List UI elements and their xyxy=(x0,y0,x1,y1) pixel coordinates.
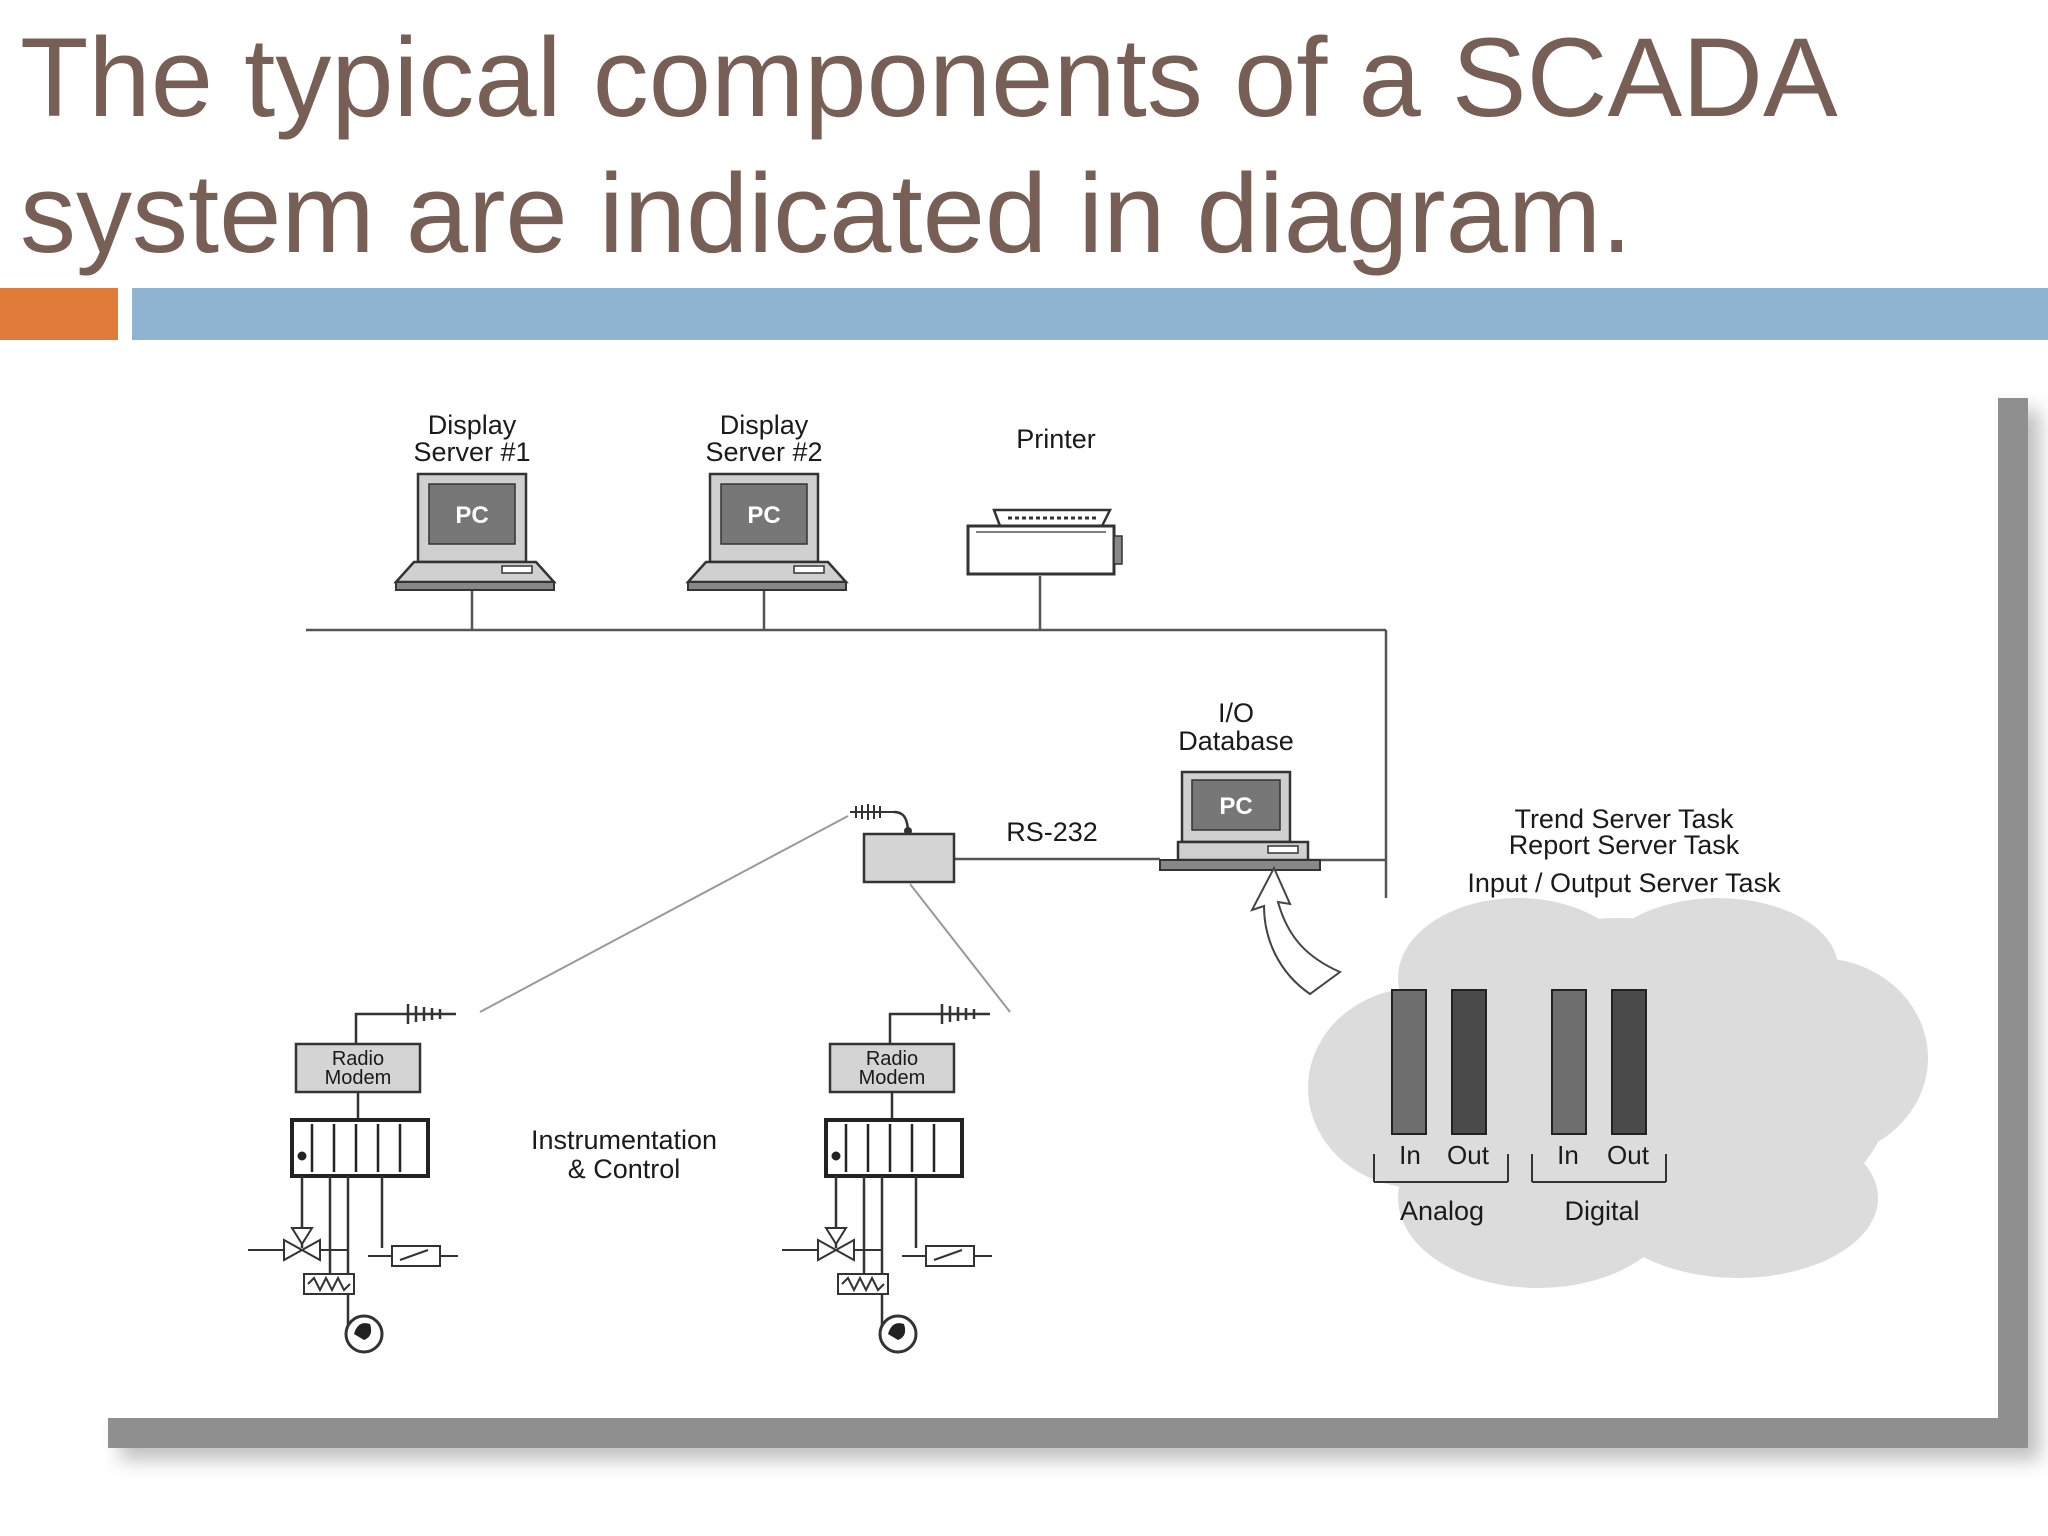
scada-diagram-panel: Display Server #1 PC Display Server #2 P… xyxy=(78,368,1998,1418)
antenna-icon xyxy=(354,1004,456,1044)
radio-modem-2-label-line1: Radio xyxy=(866,1048,918,1070)
gauge-icon xyxy=(878,1314,918,1354)
display-server-2: Display Server #2 PC xyxy=(685,410,849,591)
base-radio-modem xyxy=(862,810,956,884)
radio-modem-1-label-line2: Modem xyxy=(325,1067,392,1089)
valve-icon xyxy=(248,1227,348,1262)
radio-modem-box xyxy=(828,1042,956,1094)
io-database-label-line1: I/O xyxy=(1218,698,1254,728)
switch-icon xyxy=(902,1245,992,1267)
slide-title: The typical components of a SCADA system… xyxy=(20,15,1832,276)
analog-label: Analog xyxy=(1400,1196,1484,1226)
display-server-1-screen-label: PC xyxy=(455,502,488,529)
server-task-item: Report Server Task xyxy=(1509,830,1740,860)
radio-modem-box xyxy=(294,1042,422,1094)
rs232-label: RS-232 xyxy=(1006,817,1098,847)
display-server-1-label-line2: Server #1 xyxy=(413,437,530,467)
rtu-rack xyxy=(290,1118,430,1178)
arrow-icon xyxy=(1249,865,1342,996)
display-server-1-label-line1: Display xyxy=(428,410,517,440)
analog-in-label: In xyxy=(1399,1140,1421,1170)
valve-icon xyxy=(782,1227,882,1262)
printer-icon xyxy=(966,508,1123,576)
remote-station-2: Radio Modem xyxy=(782,1004,992,1354)
instrumentation-label-line1: Instrumentation xyxy=(531,1125,717,1155)
server-task-item: Input / Output Server Task xyxy=(1467,868,1781,898)
digital-in-label: In xyxy=(1557,1140,1579,1170)
io-database-label-line2: Database xyxy=(1178,726,1294,756)
scada-diagram: Display Server #1 PC Display Server #2 P… xyxy=(248,410,1928,1354)
switch-icon xyxy=(368,1245,458,1267)
printer-label: Printer xyxy=(1016,424,1096,454)
digital-out-label: Out xyxy=(1607,1140,1650,1170)
remote-station-1: Radio Modem xyxy=(248,1004,458,1354)
radio-modem-2-label-line2: Modem xyxy=(859,1067,926,1089)
printer: Printer xyxy=(966,424,1123,576)
digital-card-group: In Out Digital xyxy=(1531,989,1667,1226)
antenna-icon xyxy=(850,804,894,820)
digital-label: Digital xyxy=(1564,1196,1639,1226)
digital-out-card xyxy=(1611,989,1647,1135)
rtu-rack xyxy=(824,1118,964,1178)
rs232-link: RS-232 xyxy=(954,817,1160,861)
title-divider-bar xyxy=(132,288,2048,340)
server-task-item: Trend Server Task xyxy=(1514,804,1734,834)
pc-icon: PC xyxy=(1159,770,1321,871)
resistor-icon xyxy=(303,1273,355,1295)
title-accent-bar xyxy=(0,288,118,340)
server-task-list: Trend Server Task Report Server Task Inp… xyxy=(1467,804,1781,898)
instrumentation-label-line2: & Control xyxy=(568,1154,681,1184)
analog-card-group: In Out Analog xyxy=(1373,989,1509,1226)
display-server-2-screen-label: PC xyxy=(747,502,780,529)
gauge-icon xyxy=(344,1314,384,1354)
radio-modem-1-label-line1: Radio xyxy=(332,1048,384,1070)
pc-icon: PC xyxy=(393,472,557,591)
resistor-icon xyxy=(837,1273,889,1295)
io-cloud: In Out Analog In Out Digital xyxy=(1249,865,1928,1288)
display-server-1: Display Server #1 PC xyxy=(393,410,557,591)
pc-icon: PC xyxy=(685,472,849,591)
analog-out-card xyxy=(1451,989,1487,1135)
antenna-icon xyxy=(888,1004,990,1044)
io-database-screen-label: PC xyxy=(1219,793,1252,820)
analog-out-label: Out xyxy=(1447,1140,1490,1170)
display-server-2-label-line1: Display xyxy=(720,410,809,440)
digital-in-card xyxy=(1551,989,1587,1135)
radio-links xyxy=(479,815,1011,1013)
io-database: I/O Database PC xyxy=(1159,698,1321,871)
analog-in-card xyxy=(1391,989,1427,1135)
display-server-2-label-line2: Server #2 xyxy=(705,437,822,467)
